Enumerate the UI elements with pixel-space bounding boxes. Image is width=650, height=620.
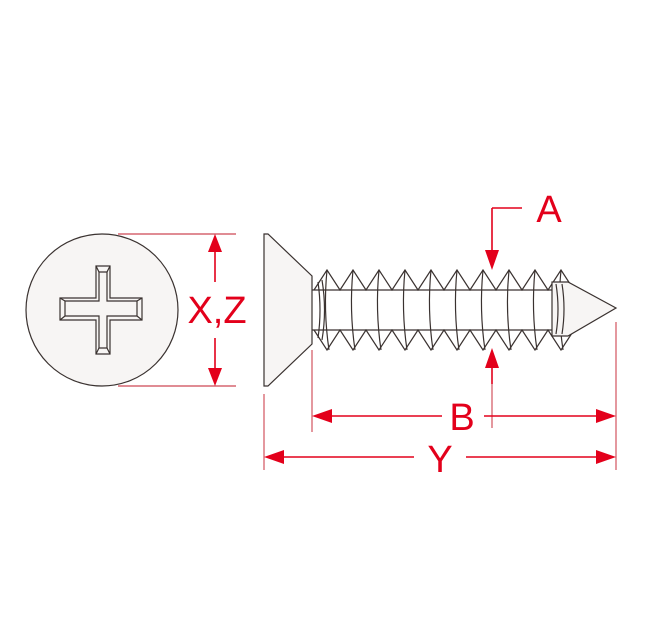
overall-length-dimension: Y [264, 439, 616, 481]
screw-head-circle [25, 233, 179, 387]
thread-helix-lines [324, 269, 564, 351]
overall-length-label: Y [427, 439, 452, 481]
countersunk-head-profile [263, 233, 313, 387]
thread-start-rings [317, 279, 326, 341]
arrow-y-right [596, 450, 616, 464]
thread-helix-line [402, 269, 408, 351]
arrow-a-down [485, 250, 499, 270]
thread-length-dimension: B [312, 397, 616, 439]
arrow-xz-up [208, 234, 222, 252]
screw-side-view [263, 233, 618, 387]
thread-helix-line [454, 269, 460, 351]
phillips-recess-bevels [59, 265, 143, 355]
screw-tip [551, 281, 618, 337]
thread-helix-line [506, 269, 512, 351]
arrow-b-left [312, 409, 332, 423]
thread-major-dimension: A [485, 189, 562, 384]
arrow-y-left [264, 450, 284, 464]
screw-tip-rings [555, 283, 565, 335]
thread-helix-line [324, 269, 330, 351]
thread-crest-bottom [313, 328, 575, 352]
thread-helix-line [532, 269, 538, 351]
arrow-a-up [485, 348, 499, 368]
thread-major-label: A [536, 189, 562, 231]
thread-length-label: B [449, 397, 474, 439]
arrow-xz-down [208, 368, 222, 386]
thread-helix-line [376, 269, 382, 351]
thread-crest-top [313, 268, 575, 292]
thread-helix-line [428, 269, 434, 351]
arrow-b-right [596, 409, 616, 423]
head-diameter-label: X,Z [187, 290, 246, 332]
thread-helix-line [480, 269, 486, 351]
head-top-view [25, 233, 179, 387]
head-diameter-dimension: X,Z [187, 234, 247, 386]
thread-helix-line [350, 269, 356, 351]
